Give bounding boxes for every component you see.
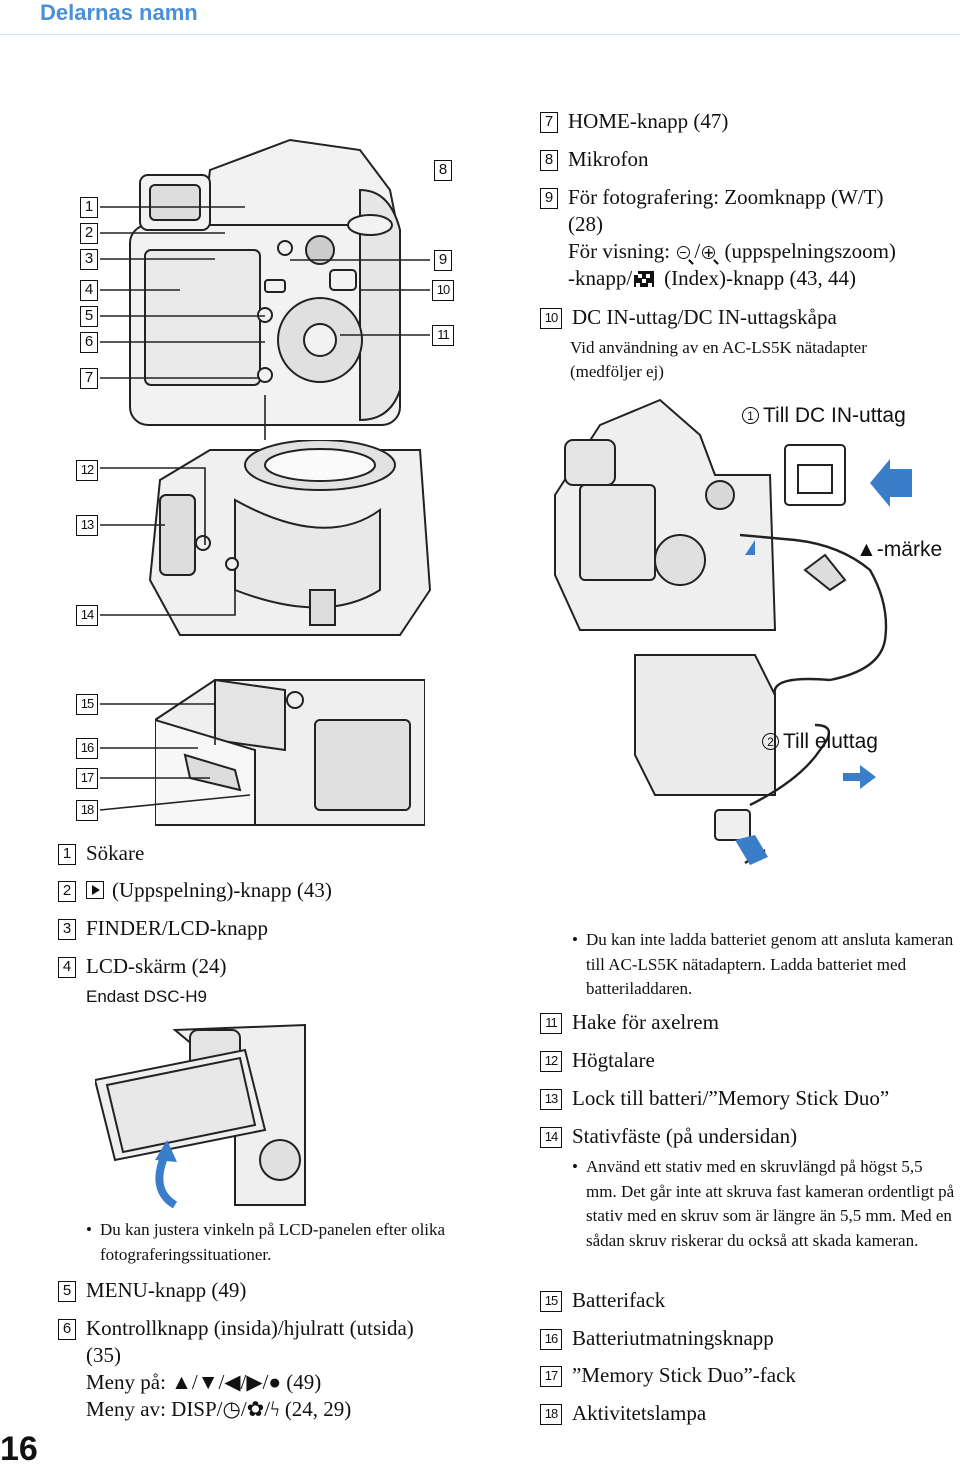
callout-17: 17	[76, 768, 98, 789]
item-9-line4: -knapp/(Index)-knapp (43, 44)	[568, 266, 857, 290]
lcd-angle-bullet: •Du kan justera vinkeln på LCD-panelen e…	[86, 1220, 446, 1264]
item-6-line2: (35)	[86, 1343, 121, 1367]
section-title: Delarnas namn	[40, 0, 198, 25]
callout-14: 14	[76, 605, 98, 626]
item-9-line3: För visning: / (uppspelningszoom)	[568, 238, 896, 267]
callout-lines-rear	[100, 206, 430, 440]
item-4-note: Endast DSC-H9	[86, 987, 207, 1006]
callout-12: 12	[76, 460, 98, 481]
callout-9: 9	[434, 250, 452, 271]
item-6-line3: Meny på: ▲/▼/◀/▶/● (49)	[86, 1370, 322, 1394]
callout-8: 8	[434, 160, 452, 181]
item-10-sub1: Vid användning av en AC-LS5K nätadapter	[570, 338, 867, 357]
camera-rear-illustration	[129, 138, 402, 426]
zoom-out-icon	[677, 246, 691, 259]
index-icon	[634, 271, 655, 287]
tripod-bullet: •Använd ett stativ med en skruvlängd på …	[572, 1157, 955, 1250]
callout-1: 1	[80, 197, 98, 218]
callout-10: 10	[432, 280, 454, 301]
callout-lines-battery	[99, 703, 251, 811]
callout-6: 6	[80, 332, 98, 353]
camera-bottom-illustration	[148, 440, 432, 636]
item-6-line4: Meny av: DISP/◷/✿/ϟ (24, 29)	[86, 1397, 352, 1421]
callout-2: 2	[80, 223, 98, 244]
callout-18: 18	[76, 800, 98, 821]
callout-15: 15	[76, 694, 98, 715]
ac-adapter-illustration	[554, 398, 912, 865]
callout-3: 3	[80, 249, 98, 270]
item-17: 17”Memory Stick Duo”-fack	[540, 1362, 796, 1388]
page-number: 16	[0, 1430, 38, 1468]
callout-7: 7	[80, 368, 98, 389]
zoom-in-icon	[702, 241, 716, 267]
charging-bullet: •Du kan inte ladda batteriet genom att a…	[572, 930, 954, 998]
callout-4: 4	[80, 280, 98, 301]
callout-5: 5	[80, 306, 98, 327]
battery-compartment-illustration	[155, 678, 425, 826]
item-9-line2: (28)	[568, 212, 603, 236]
callout-lines-bottom	[100, 467, 236, 616]
item-10-sub2: (medföljer ej)	[570, 362, 664, 381]
callout-16: 16	[76, 738, 98, 759]
triangle-mark-label: ▲-märke	[856, 538, 943, 561]
item-2: 2(Uppspelning)-knapp (43)	[58, 877, 332, 903]
callout-11: 11	[432, 325, 454, 346]
play-icon	[86, 881, 104, 899]
lcd-tilt-illustration	[95, 1023, 306, 1209]
header-rule	[0, 34, 960, 35]
callout-13: 13	[76, 515, 98, 536]
